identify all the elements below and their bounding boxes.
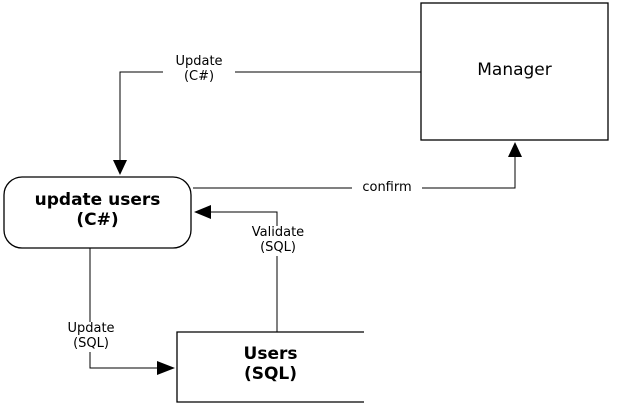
update-users-node [3, 176, 192, 249]
validate-sql-arrowhead [194, 205, 211, 219]
users-label: Users (SQL) [177, 344, 364, 384]
confirm-label: confirm [352, 180, 422, 196]
manager-label: Manager [477, 60, 552, 80]
users-label-line2: (SQL) [243, 363, 298, 384]
update-users-label-line1: update users [34, 190, 161, 210]
update-csharp-arrowhead [113, 160, 127, 175]
update-sql-label-line2: (SQL) [73, 335, 109, 351]
validate-sql-label-line2: (SQL) [260, 239, 296, 255]
validate-sql-edge [211, 211, 278, 332]
validate-sql-label: Validate (SQL) [240, 225, 316, 256]
update-sql-label-line1: Update [67, 321, 115, 336]
update-users-label-line2: (C#) [76, 209, 119, 230]
update-users-label: update users (C#) [4, 190, 191, 230]
update-csharp-label-line1: Update [175, 54, 223, 69]
confirm-edge [193, 157, 516, 189]
users-node [176, 331, 364, 403]
confirm-arrowhead [508, 142, 522, 157]
update-sql-arrowhead [157, 361, 175, 375]
update-csharp-edge [119, 71, 421, 160]
users-label-line1: Users [243, 344, 298, 364]
update-csharp-label: Update (C#) [163, 54, 235, 85]
manager-node [420, 2, 609, 141]
update-sql-label: Update (SQL) [54, 321, 128, 352]
update-csharp-label-line2: (C#) [183, 68, 215, 84]
update-sql-edge [89, 248, 157, 369]
validate-sql-label-line1: Validate [251, 225, 305, 240]
